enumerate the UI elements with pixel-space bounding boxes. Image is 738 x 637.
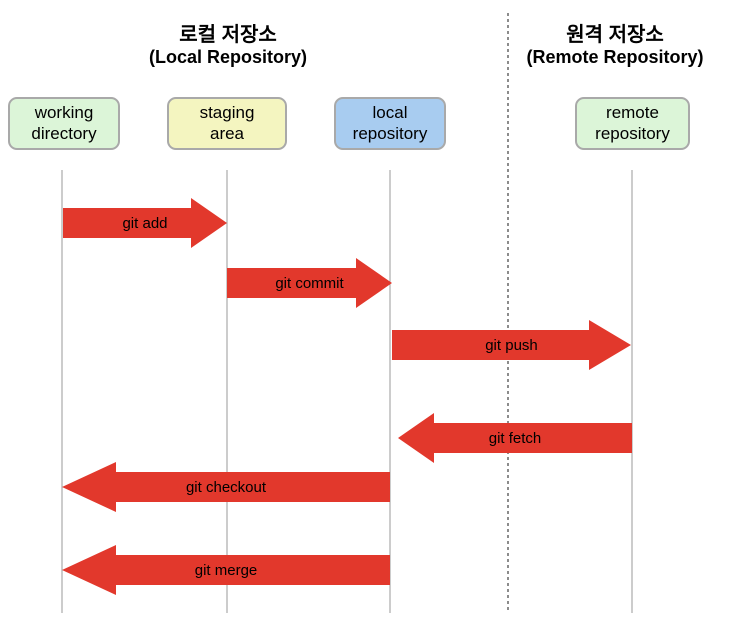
node-local-repository-label-line2: repository	[352, 123, 428, 143]
node-working-directory-label-line2: directory	[31, 123, 97, 143]
remote-repo-title: 원격 저장소 (Remote Repository)	[455, 24, 738, 68]
arrow-git-add	[63, 198, 227, 248]
arrow-label-git-commit: git commit	[275, 275, 344, 292]
local-repo-title-korean: 로컬 저장소	[179, 24, 277, 46]
arrow-git-merge	[62, 545, 390, 595]
arrow-git-checkout	[62, 462, 390, 512]
local-repo-title: 로컬 저장소 (Local Repository)	[68, 24, 388, 68]
arrow-git-fetch	[398, 413, 632, 463]
remote-repo-title-english: (Remote Repository)	[526, 47, 704, 67]
arrow-label-git-checkout: git checkout	[186, 479, 267, 496]
arrow-git-commit	[227, 258, 392, 308]
arrow-label-git-push: git push	[485, 337, 538, 354]
node-working-directory: working directory	[8, 97, 120, 150]
arrow-git-push	[392, 320, 631, 370]
node-staging-area-label-line1: staging	[199, 102, 255, 122]
node-staging-area: staging area	[167, 97, 287, 150]
node-local-repository: local repository	[334, 97, 446, 150]
node-remote-repository-label-line2: repository	[595, 123, 670, 143]
node-working-directory-label-line1: working	[34, 102, 94, 122]
arrow-label-git-add: git add	[122, 215, 167, 232]
node-remote-repository: remote repository	[575, 97, 690, 150]
node-remote-repository-label-line1: remote	[606, 102, 659, 122]
remote-repo-title-korean: 원격 저장소	[566, 24, 664, 46]
node-local-repository-label-line1: local	[372, 102, 408, 122]
local-repo-title-english: (Local Repository)	[148, 47, 308, 67]
arrow-label-git-fetch: git fetch	[489, 430, 542, 447]
arrow-label-git-merge: git merge	[195, 562, 258, 579]
node-staging-area-label-line2: area	[209, 123, 245, 143]
